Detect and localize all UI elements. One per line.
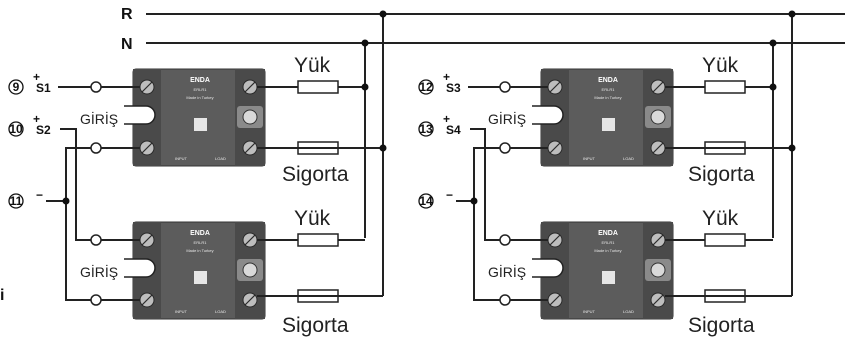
terminal-14-number: 14 <box>419 194 433 208</box>
input-notch <box>124 105 156 125</box>
relay-model: ERLR1 <box>194 87 208 92</box>
terminal-13-circle <box>418 121 434 137</box>
relay-brand: ENDA <box>190 230 210 237</box>
terminal-9-number: 9 <box>13 80 20 94</box>
input-notch <box>532 105 564 125</box>
input-notch <box>532 258 564 278</box>
fuse-label-3: Sigorta <box>688 163 755 186</box>
junction <box>361 39 369 47</box>
terminal-s2: S2 <box>36 123 51 137</box>
input-terminal <box>90 234 102 246</box>
relay-load-text: LOAD <box>623 309 634 314</box>
input-label-1: GİRİŞ <box>80 110 118 127</box>
relay-input-text: INPUT <box>583 156 596 161</box>
terminal-10-circle <box>8 121 24 137</box>
terminal-12-number: 12 <box>419 80 433 94</box>
terminal-13-plus: + <box>443 112 450 126</box>
load-box <box>297 80 339 94</box>
junction <box>62 197 70 205</box>
relay-model: ERLR1 <box>602 240 616 245</box>
terminal-9-plus: + <box>33 70 40 84</box>
relay-load-text: LOAD <box>215 156 226 161</box>
terminal-s1: S1 <box>36 81 51 95</box>
terminal-11-minus: − <box>36 188 43 202</box>
relay-made-in: Made in Turkey <box>594 248 621 253</box>
terminal-10-plus: + <box>33 112 40 126</box>
side-note: i <box>0 287 4 304</box>
terminal-s4: S4 <box>446 123 461 137</box>
relay-model: ERLR1 <box>602 87 616 92</box>
junction <box>379 10 387 18</box>
terminal-12-circle <box>418 79 434 95</box>
relay-brand: ENDA <box>598 77 618 84</box>
terminal-9-circle <box>8 79 24 95</box>
input-label-3: GİRİŞ <box>488 110 526 127</box>
relay-input-text: INPUT <box>175 156 188 161</box>
line-label-r: R <box>121 6 133 23</box>
relay-made-in: Made in Turkey <box>186 95 213 100</box>
fuse-label-4: Sigorta <box>688 314 755 337</box>
relay-made-in: Made in Turkey <box>594 95 621 100</box>
relay-3: ENDA ERLR1 Made in Turkey INPUT LOAD <box>540 68 674 167</box>
load-label-4: Yük <box>702 207 739 230</box>
fuse-label-1: Sigorta <box>282 163 349 186</box>
load-label-1: Yük <box>294 54 331 77</box>
fuse-label-2: Sigorta <box>282 314 349 337</box>
relay-brand: ENDA <box>190 77 210 84</box>
relay-model: ERLR1 <box>194 240 208 245</box>
relay-made-in: Made in Turkey <box>186 248 213 253</box>
input-terminal <box>499 234 511 246</box>
input-terminal <box>90 294 102 306</box>
line-label-n: N <box>121 36 133 53</box>
load-box <box>297 233 339 247</box>
relay-load-text: LOAD <box>215 309 226 314</box>
terminal-14-minus: − <box>446 188 453 202</box>
relay-4: ENDA ERLR1 Made in Turkey INPUT LOAD <box>540 221 674 320</box>
terminal-13-number: 13 <box>419 122 433 136</box>
load-label-3: Yük <box>702 54 739 77</box>
terminal-11-circle <box>8 193 24 209</box>
input-terminal <box>90 81 102 93</box>
terminal-14-circle <box>418 193 434 209</box>
relay-brand: ENDA <box>598 230 618 237</box>
relay-load-text: LOAD <box>623 156 634 161</box>
input-terminal <box>499 81 511 93</box>
load-label-2: Yük <box>294 207 331 230</box>
terminal-12-plus: + <box>443 70 450 84</box>
terminal-s3: S3 <box>446 81 461 95</box>
input-terminal <box>90 142 102 154</box>
relay-input-text: INPUT <box>583 309 596 314</box>
input-terminal <box>499 142 511 154</box>
input-label-2: GİRİŞ <box>80 263 118 280</box>
load-box <box>704 80 746 94</box>
terminal-10-number: 10 <box>9 122 23 136</box>
load-box <box>704 233 746 247</box>
input-label-4: GİRİŞ <box>488 263 526 280</box>
terminal-11-number: 11 <box>10 194 23 208</box>
input-notch <box>124 258 156 278</box>
relay-input-text: INPUT <box>175 309 188 314</box>
relay-1: ENDA ERLR1 Made in Turkey INPUT LOAD <box>132 68 266 167</box>
input-terminal <box>499 294 511 306</box>
